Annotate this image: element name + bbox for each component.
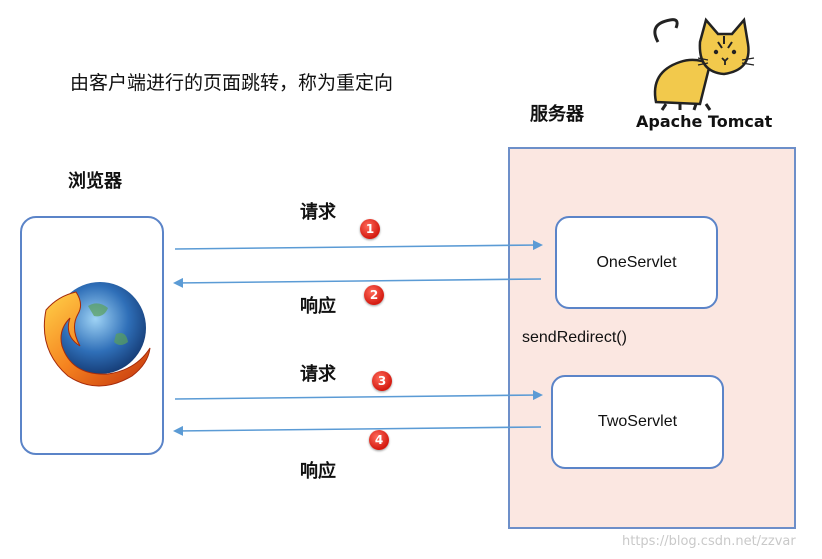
send-redirect-label: sendRedirect() — [522, 329, 627, 346]
request-arrow-3 — [174, 390, 543, 401]
step-4-badge: 4 — [369, 430, 389, 450]
watermark: https://blog.csdn.net/zzvar — [622, 534, 796, 549]
step-2-label: 响应 — [300, 296, 336, 317]
browser-label: 浏览器 — [68, 171, 122, 192]
step-1-badge: 1 — [360, 219, 380, 239]
firefox-icon — [43, 282, 151, 387]
two-servlet-label: TwoServlet — [597, 413, 678, 430]
step-1-label: 请求 — [300, 202, 336, 223]
two-servlet-box: TwoServlet — [551, 375, 724, 469]
request-arrow-1 — [174, 240, 543, 251]
server-label: 服务器 — [530, 104, 584, 125]
tomcat-wordmark: Apache Tomcat — [636, 112, 773, 131]
step-4-label: 响应 — [300, 461, 336, 482]
step-2-badge: 2 — [364, 285, 384, 305]
one-servlet-box: OneServlet — [555, 216, 718, 309]
response-arrow-4 — [173, 425, 542, 436]
step-3-label: 请求 — [300, 364, 336, 385]
diagram-title: 由客户端进行的页面跳转，称为重定向 — [70, 72, 394, 94]
step-3-badge: 3 — [372, 371, 392, 391]
browser-container — [20, 216, 164, 455]
response-arrow-2 — [173, 277, 542, 288]
tomcat-logo — [653, 17, 755, 111]
one-servlet-label: OneServlet — [596, 253, 677, 271]
